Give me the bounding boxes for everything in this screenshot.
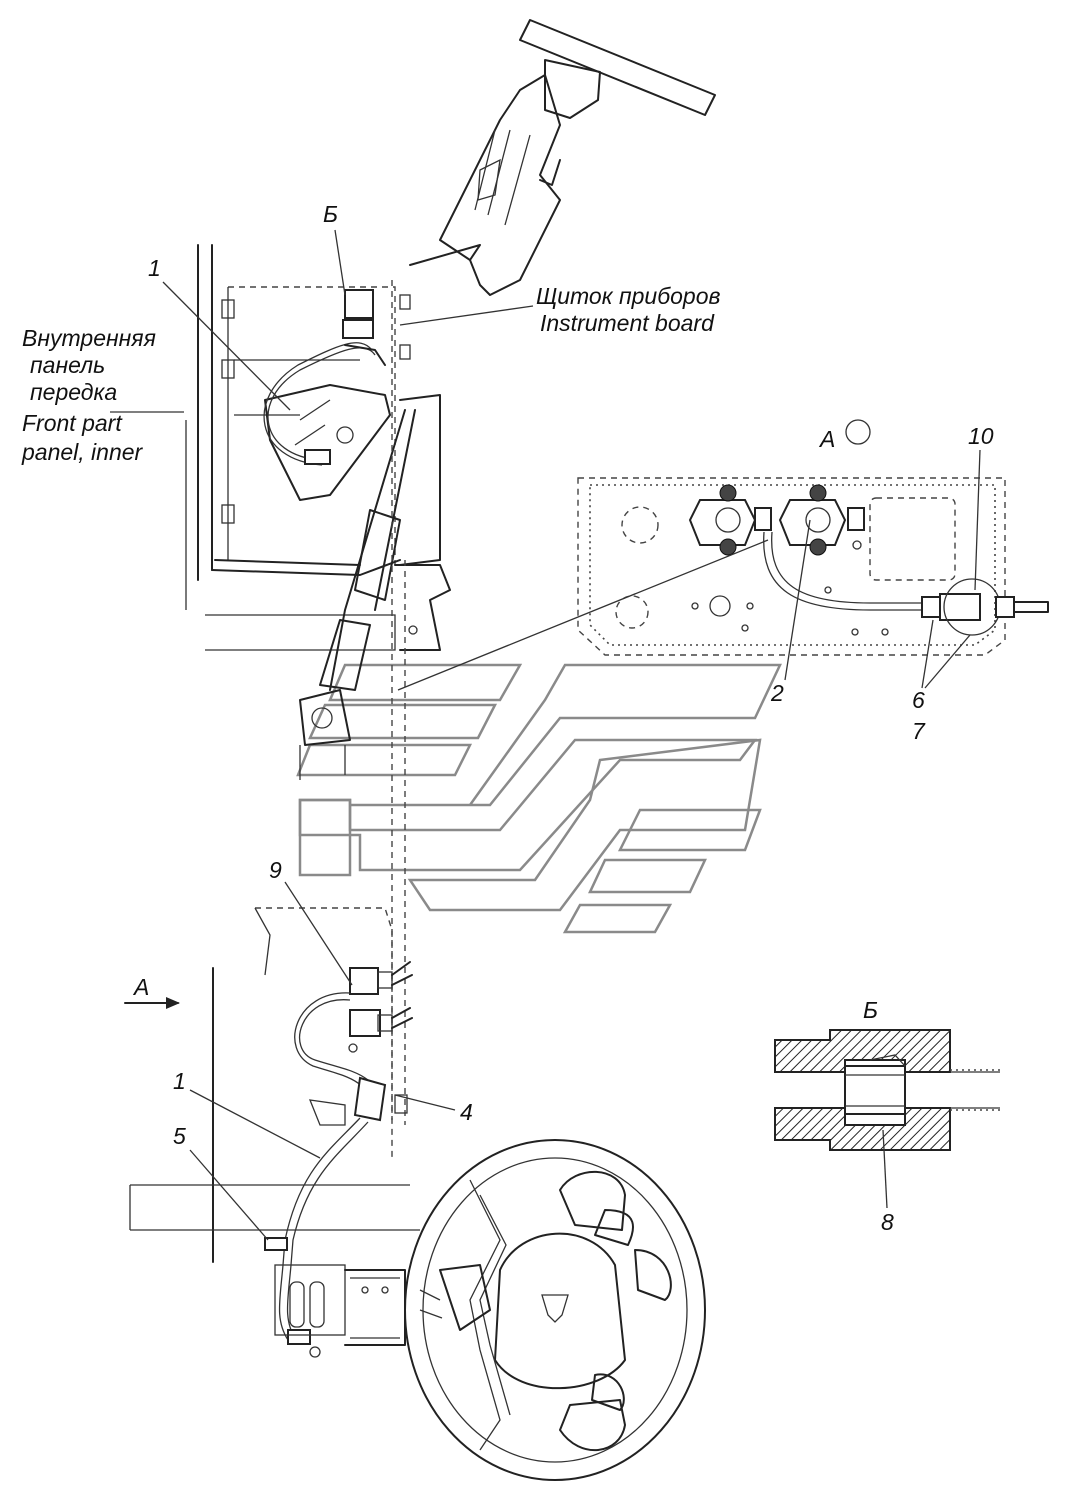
front-panel-label-en-1: Front part	[22, 410, 123, 436]
callout-5: 5	[173, 1123, 186, 1149]
front-panel-label-ru-2: панель	[30, 352, 105, 378]
callout-10: 10	[968, 423, 994, 449]
front-panel-label-ru-1: Внутренняя	[22, 325, 156, 351]
lower-side-view	[129, 907, 420, 1358]
leader-4	[394, 1094, 456, 1111]
view-a-arrowhead	[166, 997, 180, 1009]
watermark-logo	[296, 663, 782, 934]
leader-2	[784, 519, 811, 681]
view-a-title: А	[818, 426, 835, 452]
callout-1-bottom: 1	[173, 1068, 186, 1094]
instrument-board-label-en: Instrument board	[540, 310, 715, 336]
upper-side-view	[185, 244, 451, 1125]
callout-4: 4	[460, 1099, 473, 1125]
leader-6b	[924, 634, 971, 689]
view-a-arrow-label: А	[132, 974, 149, 1000]
callout-6: 6	[912, 687, 925, 713]
callout-8: 8	[881, 1209, 894, 1235]
leader-8	[882, 1129, 888, 1209]
leader-6a	[921, 619, 934, 689]
leader-instrument-board	[399, 305, 534, 326]
leader-5	[189, 1149, 269, 1241]
front-panel-label-ru-3: передка	[30, 379, 117, 405]
leader-b-top	[334, 229, 346, 296]
leader-9	[284, 881, 353, 986]
section-b-title: Б	[863, 997, 878, 1023]
steering-wheel	[404, 1139, 706, 1481]
callout-7: 7	[912, 718, 926, 744]
leader-1-top	[162, 281, 291, 411]
front-panel-label-en-2: panel, inner	[21, 439, 144, 465]
callout-2: 2	[770, 680, 784, 706]
label-view-b-top: Б	[323, 201, 338, 227]
callout-9: 9	[269, 857, 282, 883]
connector-view-a	[397, 539, 769, 691]
steering-column-top	[409, 19, 716, 296]
leader-1-bottom	[189, 1089, 321, 1159]
section-b-detail	[774, 1029, 1000, 1151]
callout-1-top: 1	[148, 255, 161, 281]
view-a-rotation-icon	[845, 419, 871, 445]
instrument-board-view-a	[577, 477, 1049, 656]
instrument-board-label-ru: Щиток приборов	[536, 283, 721, 309]
leader-10	[974, 449, 981, 591]
